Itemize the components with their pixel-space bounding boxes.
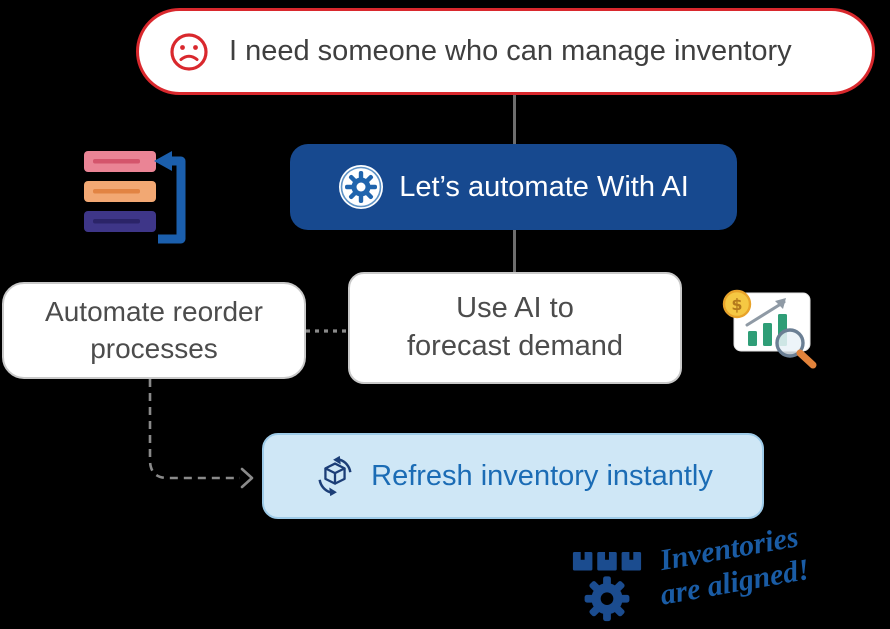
problem-bubble: I need someone who can manage inventory (136, 8, 875, 95)
forecast-demand-label-line1: Use AI to (456, 292, 574, 325)
forecast-demand-label-line2: forecast demand (406, 330, 623, 362)
automate-with-ai-node: Let’s automate With AI (290, 144, 737, 230)
connector-problem-solution (513, 95, 516, 144)
automate-reorder-label-line1: Automate reorder (45, 296, 263, 328)
result-caption: Inventories are aligned! (628, 515, 837, 616)
gear-boxes-icon (570, 550, 644, 626)
sad-face-icon (167, 30, 211, 74)
automate-reorder-node: Automate reorder processes (2, 282, 306, 379)
forecast-demand-node: Use AI to forecast demand (348, 272, 682, 384)
problem-label: I need someone who can manage inventory (229, 35, 792, 67)
refresh-inventory-label: Refresh inventory instantly (371, 459, 713, 492)
reorder-list-illustration (84, 148, 200, 262)
refresh-inventory-node: Refresh inventory instantly (262, 433, 764, 519)
svg-text:$: $ (731, 295, 742, 314)
ai-gear-icon (338, 164, 384, 210)
forecast-chart-illustration: $ (720, 285, 822, 373)
automate-with-ai-label: Let’s automate With AI (399, 170, 689, 203)
refresh-box-icon (313, 454, 357, 498)
automate-reorder-label-line2: processes (90, 332, 218, 364)
connector-solution-forecast (513, 230, 516, 272)
